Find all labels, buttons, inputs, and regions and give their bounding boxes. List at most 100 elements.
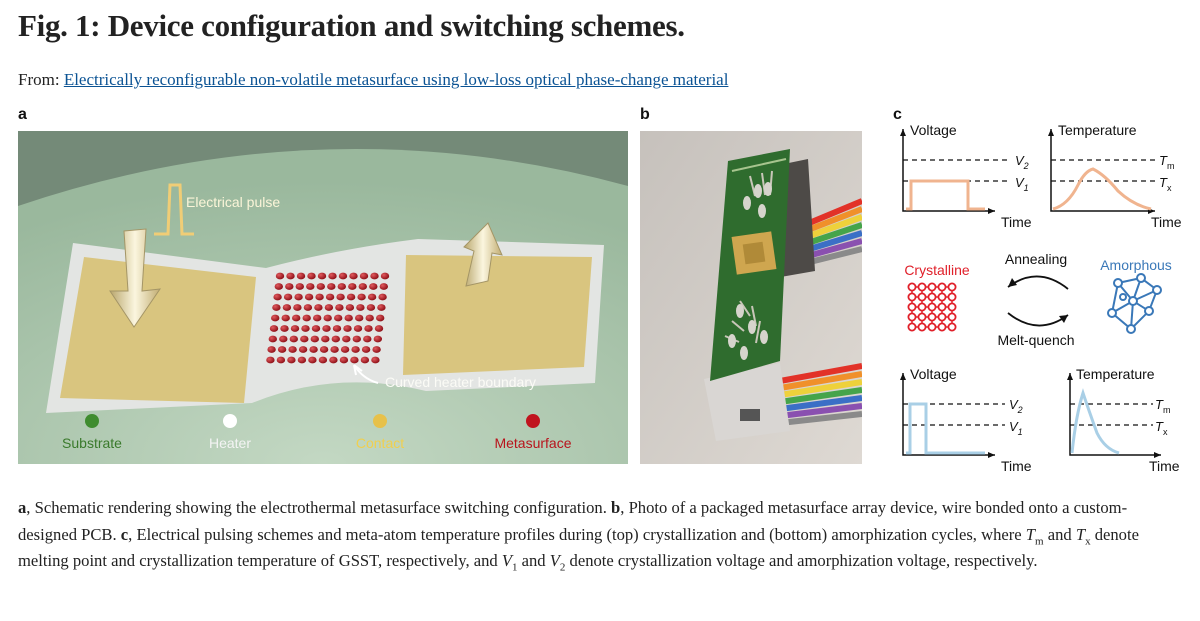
- crystalline-label: Crystalline: [904, 262, 970, 278]
- meta-atom: [377, 304, 386, 311]
- meta-atom: [359, 272, 369, 280]
- meta-atom: [268, 335, 277, 343]
- boundary-pointer-icon: [353, 364, 379, 384]
- caption-a-label: a: [18, 498, 27, 517]
- meta-atom: [356, 304, 365, 311]
- down-arrow-icon: [109, 228, 162, 328]
- lattice-atom: [937, 302, 947, 312]
- meta-atom: [322, 325, 331, 332]
- meta-atom: [273, 293, 282, 301]
- top-temperature-xlabel: Time: [1151, 214, 1182, 230]
- meta-atom: [360, 356, 370, 364]
- caption-v1-symbol: V: [501, 551, 512, 570]
- bottom-voltage-plot: Voltage V2 V1 Time: [900, 366, 1032, 474]
- lattice-atom: [927, 282, 937, 292]
- lattice-atom: [937, 292, 947, 302]
- meta-atom: [274, 283, 283, 290]
- meta-atom: [334, 314, 343, 322]
- lattice-atom: [917, 312, 927, 322]
- legend-heater-label: Heater: [209, 435, 251, 451]
- source-article-link[interactable]: Electrically reconfigurable non-volatile…: [63, 70, 729, 89]
- meta-atom: [342, 335, 351, 343]
- lattice-atom: [917, 322, 927, 332]
- meta-atom: [315, 293, 324, 301]
- meta-atom: [293, 304, 302, 311]
- meta-atom: [296, 272, 306, 280]
- meta-atom: [337, 283, 346, 290]
- meta-atom: [308, 356, 317, 364]
- meta-atom: [351, 346, 360, 353]
- meta-atom: [280, 325, 289, 332]
- meta-atom: [286, 272, 295, 280]
- solder-joints: [728, 182, 772, 360]
- meta-atom: [306, 283, 315, 290]
- meta-atom: [319, 346, 329, 353]
- meta-atom: [363, 335, 372, 343]
- panel-c-switching-schemes: Voltage V2 V1 Time Temperature Tm Tx Tim…: [900, 122, 1182, 474]
- meta-atom: [281, 314, 290, 322]
- meta-atom: [340, 346, 350, 353]
- meta-atom: [374, 325, 384, 332]
- bottom-temperature-level-tm: Tm: [1155, 397, 1170, 415]
- meta-atom: [287, 356, 296, 364]
- lattice-atom: [947, 312, 957, 322]
- top-voltage-level-v1: V1: [1015, 175, 1029, 193]
- bottom-voltage-title: Voltage: [910, 366, 957, 382]
- bottom-temperature-xlabel: Time: [1149, 458, 1180, 474]
- lattice-atom: [927, 312, 937, 322]
- meta-atom: [269, 325, 279, 332]
- lattice-atom: [907, 292, 917, 302]
- meta-atom: [290, 325, 300, 332]
- top-voltage-plot: Voltage V2 V1 Time: [900, 122, 1032, 230]
- meta-atom: [283, 293, 293, 301]
- lattice-atom: [917, 302, 927, 312]
- lattice-atom: [947, 322, 957, 332]
- meta-atom: [349, 272, 358, 280]
- meta-atom: [327, 283, 336, 290]
- meta-atom: [372, 346, 381, 353]
- meta-atom: [316, 283, 325, 290]
- meta-atom: [295, 283, 304, 290]
- pulse-icon: [154, 183, 194, 236]
- caption-b-text: , Photo of a packaged metasurface array …: [18, 498, 1128, 544]
- meta-atom: [321, 335, 330, 343]
- meta-atom: [361, 346, 371, 353]
- meta-atom: [303, 304, 313, 311]
- top-temperature-plot: Temperature Tm Tx Time: [1048, 122, 1182, 230]
- meta-atom: [331, 335, 340, 343]
- lattice-atom: [937, 322, 947, 332]
- panel-b-device-photo: [640, 131, 862, 464]
- metasurface-array: [266, 272, 390, 364]
- legend-substrate-dot: [85, 414, 99, 428]
- meta-atom: [379, 283, 388, 290]
- meta-atom: [289, 335, 298, 343]
- lattice-atom: [927, 292, 937, 302]
- meta-atom: [318, 356, 328, 364]
- meta-atom: [353, 325, 363, 332]
- lattice-atom: [947, 292, 957, 302]
- electrical-pulse-label: Electrical pulse: [186, 194, 280, 210]
- left-contact-pad: [60, 257, 256, 403]
- meta-atom: [371, 356, 380, 364]
- meta-atom: [366, 304, 376, 311]
- meta-atom: [376, 314, 385, 322]
- from-label: From:: [18, 70, 60, 89]
- melt-quench-label: Melt-quench: [997, 332, 1074, 348]
- melt-quench-arrow-icon: [1007, 312, 1069, 327]
- panel-a-schematic: Electrical pulse Curved heater boundary …: [18, 131, 628, 464]
- meta-atom: [380, 272, 390, 280]
- phase-transition-diagram: Crystalline Annealing Melt-quench Amorph…: [904, 251, 1171, 348]
- meta-atom: [352, 335, 361, 343]
- meta-atom: [373, 335, 382, 343]
- bottom-voltage-xlabel: Time: [1001, 458, 1032, 474]
- legend-contact-dot: [373, 414, 387, 428]
- connector-bottom: [704, 363, 790, 441]
- meta-atom: [304, 293, 314, 301]
- lattice-atom: [907, 322, 917, 332]
- meta-atom: [369, 283, 378, 290]
- meta-atom: [282, 304, 292, 311]
- meta-atom: [367, 293, 377, 301]
- bottom-temperature-title: Temperature: [1076, 366, 1155, 382]
- meta-atom: [335, 304, 344, 311]
- meta-atom: [314, 304, 323, 311]
